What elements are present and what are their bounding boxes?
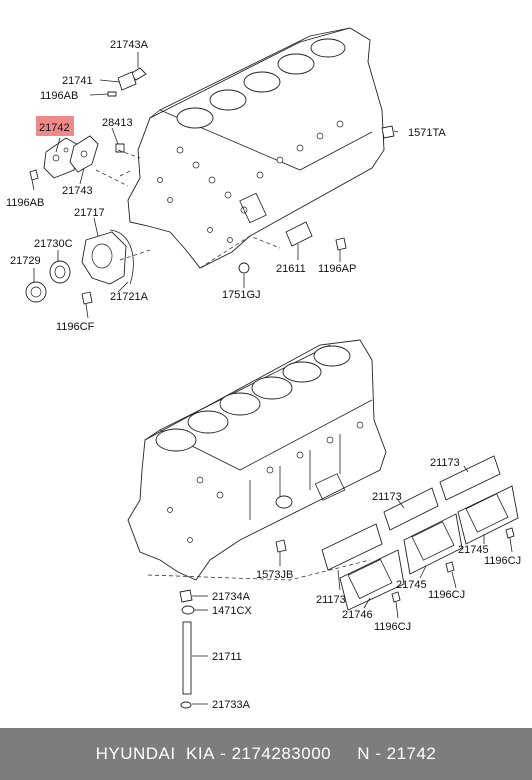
label-21173-c: 21173 bbox=[316, 594, 346, 606]
label-1196AP: 1196AP bbox=[318, 263, 356, 275]
upper-leader-lines bbox=[31, 52, 399, 319]
footer-ref: N - 21742 bbox=[357, 744, 437, 763]
label-21711: 21711 bbox=[212, 651, 242, 663]
footer-brand: HYUNDAI KIA bbox=[95, 744, 215, 763]
upper-small-parts bbox=[25, 67, 395, 305]
part-labels: 21743A 21741 1196AB 21742 28413 1571TA 1… bbox=[6, 39, 521, 711]
label-1196AB-left: 1196AB bbox=[6, 197, 44, 209]
label-1751GJ: 1751GJ bbox=[222, 289, 261, 301]
label-21611: 21611 bbox=[276, 263, 306, 275]
label-21743: 21743 bbox=[62, 185, 93, 197]
label-1196CJ-b: 1196CJ bbox=[428, 589, 465, 601]
footer-gap bbox=[331, 744, 357, 764]
footer-bar: HYUNDAI KIA - 2174283000 N - 21742 bbox=[0, 728, 532, 780]
lower-side-covers bbox=[275, 455, 519, 611]
label-21745-a: 21745 bbox=[458, 544, 489, 556]
footer-sep-1: - bbox=[214, 744, 232, 763]
label-21742: 21742 bbox=[39, 122, 70, 134]
lower-cylinder-block bbox=[127, 339, 387, 581]
label-21746: 21746 bbox=[342, 609, 373, 621]
label-21717: 21717 bbox=[74, 207, 105, 219]
label-21734A: 21734A bbox=[212, 591, 251, 603]
label-21173-a: 21173 bbox=[430, 457, 460, 469]
label-21743A: 21743A bbox=[110, 39, 149, 51]
label-1196CJ-a: 1196CJ bbox=[484, 555, 521, 567]
label-1573JB: 1573JB bbox=[256, 569, 293, 581]
label-1196CJ-c: 1196CJ bbox=[374, 621, 411, 633]
cover-plate-21742 bbox=[43, 137, 81, 179]
label-21733A: 21733A bbox=[212, 699, 251, 711]
label-21745-b: 21745 bbox=[396, 579, 427, 591]
oil-gauge-assembly bbox=[179, 589, 195, 709]
label-21173-b: 21173 bbox=[372, 491, 402, 503]
label-1571TA: 1571TA bbox=[408, 127, 446, 139]
footer-part-number: 2174283000 bbox=[231, 744, 332, 763]
upper-cylinder-block bbox=[127, 27, 385, 269]
highlight-box-21742 bbox=[36, 116, 74, 136]
parts-diagram: 21743A 21741 1196AB 21742 28413 1571TA 1… bbox=[6, 27, 521, 711]
label-1196CF: 1196CF bbox=[56, 321, 95, 333]
label-28413: 28413 bbox=[102, 117, 133, 129]
label-21729: 21729 bbox=[10, 255, 41, 267]
label-21741: 21741 bbox=[62, 75, 93, 87]
label-21721A: 21721A bbox=[110, 291, 149, 303]
lower-leader-lines bbox=[192, 465, 513, 705]
label-1471CX: 1471CX bbox=[212, 605, 252, 617]
label-21730C: 21730C bbox=[34, 238, 73, 250]
label-1196AB-top: 1196AB bbox=[40, 90, 78, 102]
